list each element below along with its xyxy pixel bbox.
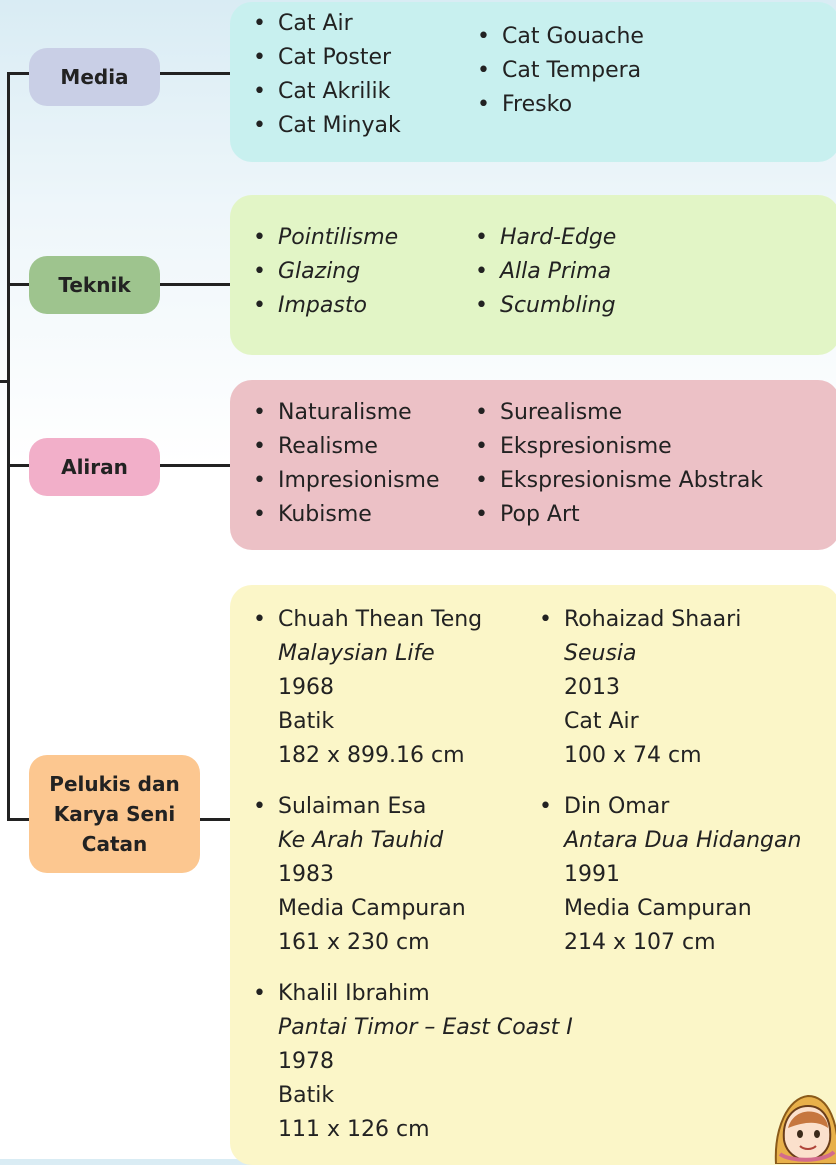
list-item: Impasto	[250, 289, 398, 323]
artist-name: Din Omar	[564, 794, 670, 819]
artwork-medium: Cat Air	[564, 709, 639, 734]
list-item: Impresionisme	[250, 464, 440, 498]
link-media	[160, 72, 230, 75]
bullet: •	[539, 794, 552, 819]
media-list-col2: Cat Gouache Cat Tempera Fresko	[474, 20, 644, 122]
aliran-list-col2: Surealisme Ekspresionisme Ekspresionisme…	[472, 396, 763, 532]
trunk-branch-pelukis	[7, 818, 29, 821]
bullet: •	[253, 981, 266, 1006]
list-item: Ekspresionisme	[472, 430, 763, 464]
label-teknik: Teknik	[29, 256, 160, 314]
artwork-title: Pantai Timor – East Coast I	[278, 1015, 573, 1040]
artist-name: Rohaizad Shaari	[564, 607, 742, 632]
artwork-medium: Batik	[278, 709, 335, 734]
artwork-year: 2013	[564, 675, 620, 700]
list-item: Hard-Edge	[472, 221, 616, 255]
artwork-entry: • Chuah Thean Teng Malaysian Life 1968 B…	[250, 603, 482, 773]
aliran-list-col1: Naturalisme Realisme Impresionisme Kubis…	[250, 396, 440, 532]
media-list-col1: Cat Air Cat Poster Cat Akrilik Cat Minya…	[250, 7, 401, 143]
bullet: •	[539, 607, 552, 632]
artwork-title: Malaysian Life	[278, 641, 435, 666]
list-item: Pop Art	[472, 498, 763, 532]
artwork-size: 100 x 74 cm	[564, 743, 702, 768]
artwork-year: 1978	[278, 1049, 334, 1074]
trunk-stub-left	[0, 380, 9, 383]
list-item: Surealisme	[472, 396, 763, 430]
artwork-entry: • Din Omar Antara Dua Hidangan 1991 Medi…	[536, 790, 801, 960]
artwork-size: 161 x 230 cm	[278, 930, 430, 955]
artwork-title: Antara Dua Hidangan	[564, 828, 802, 853]
artwork-entry: • Sulaiman Esa Ke Arah Tauhid 1983 Media…	[250, 790, 466, 960]
list-item: Pointilisme	[250, 221, 398, 255]
teknik-list-col2: Hard-Edge Alla Prima Scumbling	[472, 221, 616, 323]
list-item: Fresko	[474, 88, 644, 122]
mascot-avatar-icon	[774, 1094, 836, 1164]
artwork-title: Ke Arah Tauhid	[278, 828, 444, 853]
list-item: Cat Poster	[250, 41, 401, 75]
list-item: Kubisme	[250, 498, 440, 532]
artwork-size: 182 x 899.16 cm	[278, 743, 465, 768]
artwork-medium: Batik	[278, 1083, 335, 1108]
label-media: Media	[29, 48, 160, 106]
trunk-branch-aliran	[7, 464, 29, 467]
list-item: Cat Minyak	[250, 109, 401, 143]
artwork-title: Seusia	[564, 641, 637, 666]
trunk-branch-teknik	[7, 283, 29, 286]
artwork-entry: • Rohaizad Shaari Seusia 2013 Cat Air 10…	[536, 603, 741, 773]
link-pelukis	[200, 818, 230, 821]
artwork-year: 1983	[278, 862, 334, 887]
artwork-medium: Media Campuran	[564, 896, 752, 921]
artwork-year: 1991	[564, 862, 620, 887]
artwork-entry: • Khalil Ibrahim Pantai Timor – East Coa…	[250, 977, 573, 1147]
list-item: Cat Gouache	[474, 20, 644, 54]
pelukis-box	[230, 585, 836, 1165]
list-item: Cat Akrilik	[250, 75, 401, 109]
label-pelukis: Pelukis dan Karya Seni Catan	[29, 755, 200, 873]
artwork-year: 1968	[278, 675, 334, 700]
artwork-size: 214 x 107 cm	[564, 930, 716, 955]
list-item: Naturalisme	[250, 396, 440, 430]
artist-name: Khalil Ibrahim	[278, 981, 430, 1006]
list-item: Realisme	[250, 430, 440, 464]
list-item: Cat Tempera	[474, 54, 644, 88]
label-aliran: Aliran	[29, 438, 160, 496]
bullet: •	[253, 794, 266, 819]
link-teknik	[160, 283, 230, 286]
trunk-line	[7, 72, 10, 821]
teknik-list-col1: Pointilisme Glazing Impasto	[250, 221, 398, 323]
list-item: Glazing	[250, 255, 398, 289]
trunk-branch-media	[7, 72, 29, 75]
list-item: Scumbling	[472, 289, 616, 323]
artist-name: Chuah Thean Teng	[278, 607, 483, 632]
list-item: Alla Prima	[472, 255, 616, 289]
artwork-size: 111 x 126 cm	[278, 1117, 430, 1142]
link-aliran	[160, 464, 230, 467]
artwork-medium: Media Campuran	[278, 896, 466, 921]
list-item: Ekspresionisme Abstrak	[472, 464, 763, 498]
list-item: Cat Air	[250, 7, 401, 41]
bullet: •	[253, 607, 266, 632]
artist-name: Sulaiman Esa	[278, 794, 427, 819]
